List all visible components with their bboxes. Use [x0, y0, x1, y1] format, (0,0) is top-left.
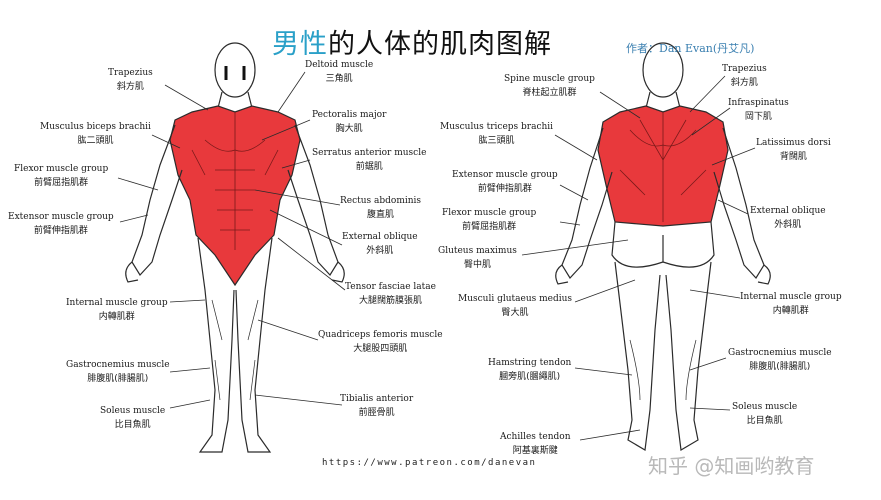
zhihu-watermark: 知乎 @知画哟教育	[648, 454, 815, 478]
back-left-leg	[614, 261, 661, 451]
front-left-arm	[131, 124, 183, 276]
title-accent: 男性	[272, 29, 328, 60]
front-right-leg	[235, 237, 273, 453]
back-figure	[555, 42, 771, 451]
title-rest: 的人体的肌肉图解	[328, 29, 552, 60]
front-head	[214, 42, 256, 98]
patreon-url: https://www.patreon.com/danevan	[322, 458, 537, 468]
back-head	[642, 42, 684, 98]
author-credit: 作者：Dan Evan(丹艾凡)	[626, 42, 755, 55]
front-left-leg	[197, 237, 235, 453]
back-right-arm	[713, 127, 765, 279]
leader-lines	[117, 71, 756, 441]
back-left-arm	[561, 127, 613, 279]
back-right-leg	[665, 261, 712, 451]
front-right-arm	[287, 124, 339, 276]
front-figure	[125, 42, 345, 453]
page-title: 男性的人体的肌肉图解	[272, 22, 552, 61]
